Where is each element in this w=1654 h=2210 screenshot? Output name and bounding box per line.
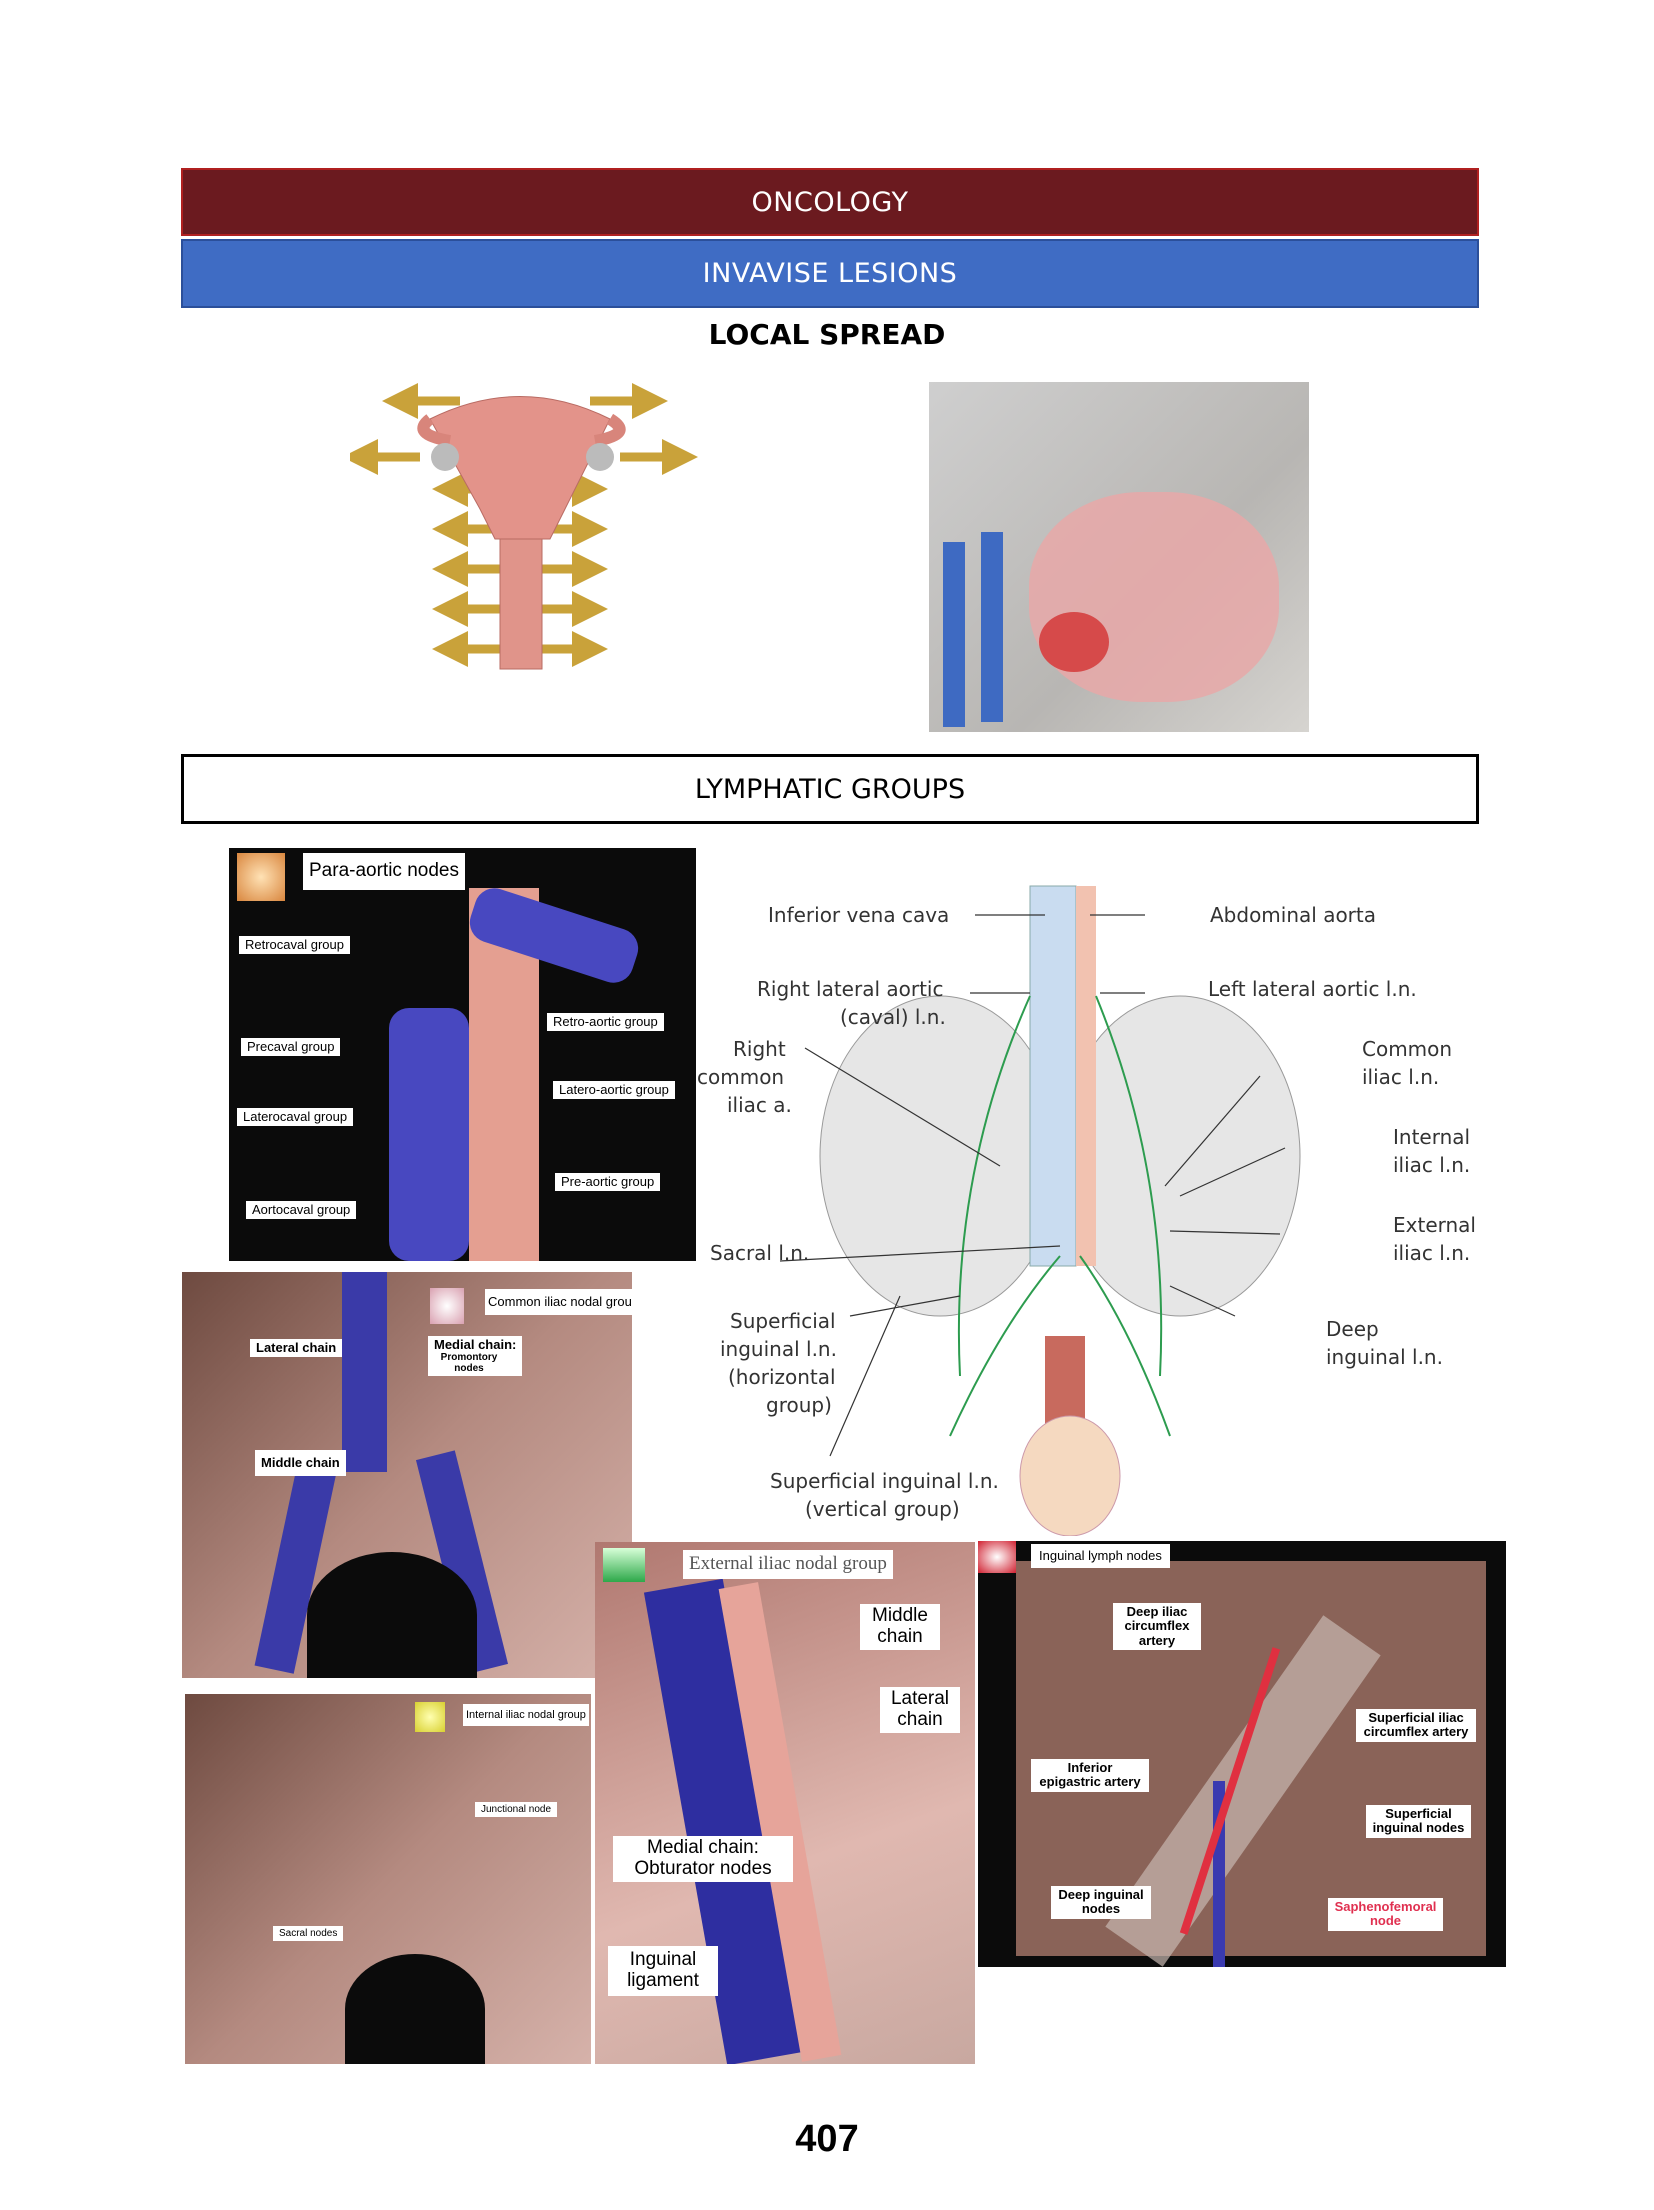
label: (caval) l.n. (840, 1005, 946, 1029)
legend-swatch (430, 1288, 464, 1324)
subsection-title: INVAVISE LESIONS (702, 258, 958, 289)
label-medial-chain: Medial chain:Promontory nodes (428, 1336, 523, 1377)
label: Common (1362, 1037, 1453, 1061)
internal-iliac-image: Internal iliac nodal group Junctional no… (185, 1694, 591, 2064)
label: Left lateral aortic l.n. (1208, 977, 1417, 1001)
label: Retrocaval group (239, 936, 350, 955)
label: Right lateral aortic (757, 977, 944, 1001)
label: Sacral l.n. (710, 1241, 810, 1265)
panel-title: Inguinal lymph nodes (1031, 1544, 1170, 1569)
label: Retro-aortic group (547, 1013, 664, 1032)
lymph-heading-text: LYMPHATIC GROUPS (694, 773, 966, 805)
legend-swatch (415, 1702, 445, 1732)
label: Aortocaval group (246, 1201, 357, 1220)
legend-swatch (978, 1541, 1016, 1573)
label: Deep inguinal nodes (1051, 1886, 1151, 1919)
label: inguinal l.n. (720, 1337, 837, 1361)
down-arrow (943, 542, 965, 727)
panel-title: Common iliac nodal group (485, 1289, 632, 1316)
label: inguinal l.n. (1326, 1345, 1443, 1369)
label: iliac l.n. (1393, 1241, 1471, 1265)
label: Deep (1326, 1317, 1379, 1341)
label: Pre-aortic group (555, 1173, 661, 1192)
label: (vertical group) (805, 1497, 960, 1521)
label: Lateral chain (880, 1687, 960, 1733)
label: External (1393, 1213, 1476, 1237)
label: Middle chain (255, 1450, 346, 1477)
label: Laterocaval group (237, 1108, 354, 1127)
label: Superficial (730, 1309, 836, 1333)
label: Inferior epigastric artery (1031, 1759, 1149, 1792)
label: iliac l.n. (1393, 1153, 1471, 1177)
subsection-banner: INVAVISE LESIONS (181, 239, 1479, 308)
label: (horizontal (728, 1365, 836, 1389)
label: Junctional node (475, 1802, 558, 1817)
label: Inguinal ligament (608, 1946, 718, 1996)
label: common (697, 1065, 785, 1089)
label-ivc: Inferior vena cava (768, 903, 950, 927)
panel-title: Para-aortic nodes (303, 853, 465, 890)
lymph-node-diagram: Inferior vena cava Abdominal aorta Right… (697, 876, 1490, 1536)
label: Superficial iliac circumflex artery (1356, 1709, 1476, 1742)
common-iliac-image: Common iliac nodal group Lateral chain M… (182, 1272, 632, 1678)
lymphatic-groups-heading: LYMPHATIC GROUPS (181, 754, 1479, 824)
panel-title: Internal iliac nodal group (463, 1704, 589, 1727)
label: iliac l.n. (1362, 1065, 1440, 1089)
label: Middle chain (860, 1604, 940, 1650)
inguinal-image: Inguinal lymph nodes Deep iliac circumfl… (978, 1541, 1506, 1967)
up-arrow (981, 532, 1003, 722)
page-number: 407 (795, 2118, 859, 2160)
section-banner: ONCOLOGY (181, 168, 1479, 236)
label: iliac a. (727, 1093, 792, 1117)
local-spread-heading: LOCAL SPREAD (708, 318, 946, 351)
section-title: ONCOLOGY (751, 186, 909, 218)
label: Promontory nodes (440, 1352, 498, 1375)
external-iliac-image: External iliac nodal group Middle chain … (595, 1542, 975, 2064)
label: Precaval group (241, 1038, 341, 1057)
label: Latero-aortic group (553, 1081, 675, 1100)
panel-title: External iliac nodal group (683, 1550, 893, 1579)
para-aortic-image: Para-aortic nodes Retrocaval group Preca… (229, 848, 696, 1261)
label: Medial chain: Obturator nodes (613, 1836, 793, 1882)
label: Saphenofemoral node (1328, 1898, 1443, 1931)
label: Lateral chain (250, 1339, 343, 1358)
label-aorta: Abdominal aorta (1210, 903, 1377, 927)
label: Right (733, 1037, 786, 1061)
legend-swatch (237, 853, 285, 901)
label: group) (766, 1393, 832, 1417)
label: Sacral nodes (273, 1926, 344, 1941)
label: Superficial inguinal nodes (1366, 1805, 1471, 1838)
pelvis-spread-image (929, 382, 1309, 732)
label: Superficial inguinal l.n. (770, 1469, 999, 1493)
label: Internal (1393, 1125, 1471, 1149)
uterus-spread-illustration (350, 383, 698, 670)
label: Deep iliac circumflex artery (1113, 1603, 1201, 1650)
label: Medial chain: (434, 1337, 517, 1352)
legend-swatch (603, 1548, 645, 1582)
